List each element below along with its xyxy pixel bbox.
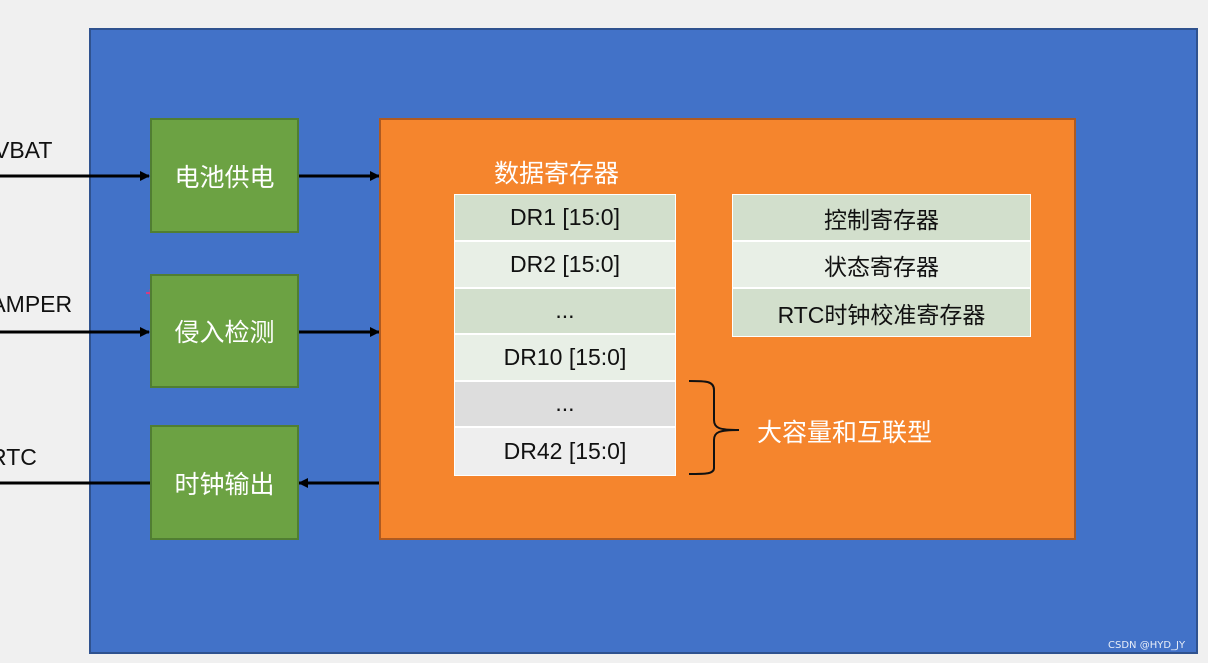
tamper-detect-block: 侵入检测 [150,274,299,388]
data-register-row: DR1 [15:0] [455,195,675,242]
data-register-row: DR10 [15:0] [455,335,675,382]
data-registers-title: 数据寄存器 [494,159,620,188]
battery-supply-block: 电池供电 [150,118,299,233]
tamper-label: TAMPER [0,291,73,317]
tamper-detect-label: 侵入检测 [174,318,275,347]
watermark: CSDN @HYD_JY [1108,640,1186,651]
battery-supply-label: 电池供电 [174,162,275,192]
data-register-row: DR42 [15:0] [455,428,675,475]
control-register-table: 控制寄存器 状态寄存器 RTC时钟校准寄存器 [732,194,1031,337]
high-density-label: 大容量和互联型 [757,418,933,447]
rtc-calibration-register-row: RTC时钟校准寄存器 [733,289,1030,336]
rtc-label: RTC [0,444,37,470]
clock-output-block: 时钟输出 [150,425,299,540]
data-register-ellipsis-row: ... [455,382,675,428]
vbat-label: VBAT [0,137,53,163]
clock-output-label: 时钟输出 [174,469,275,499]
control-register-row: 控制寄存器 [733,195,1030,242]
brace-icon [688,380,740,475]
data-register-table: DR1 [15:0] DR2 [15:0] ... DR10 [15:0] ..… [454,194,676,476]
data-register-ellipsis-row: ... [455,289,675,335]
data-register-row: DR2 [15:0] [455,242,675,289]
status-register-row: 状态寄存器 [733,242,1030,289]
